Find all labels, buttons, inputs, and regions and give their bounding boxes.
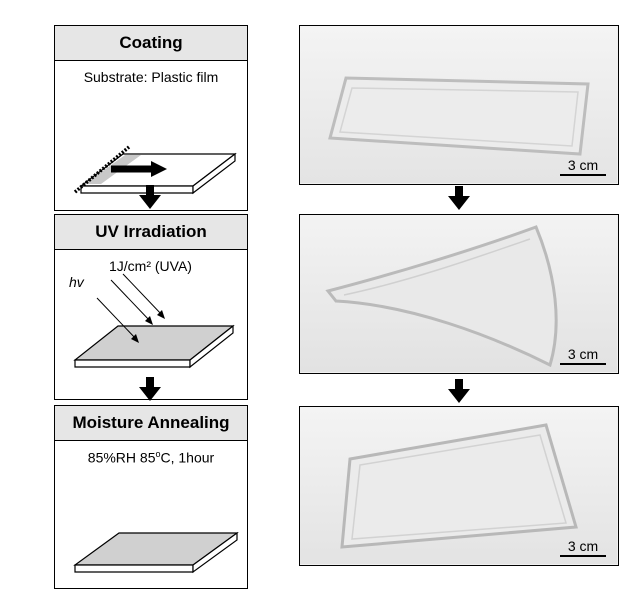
coated-film-top — [73, 325, 235, 361]
plastic-film-side — [192, 152, 236, 195]
light-symbol-label: hv — [69, 274, 84, 290]
coated-film-front — [74, 359, 191, 368]
annealing-step-box: Moisture Annealing 85%RH 85oC, 1hour — [54, 405, 248, 589]
coating-step-body: Substrate: Plastic film — [55, 61, 247, 210]
uv-illustration — [73, 273, 235, 369]
annealing-condition-label: 85%RH 85oC, 1hour — [87, 449, 215, 466]
photo-curled-film: 3 cm — [299, 214, 619, 374]
down-arrow-icon — [139, 185, 161, 209]
substrate-label: Substrate: Plastic film — [83, 69, 219, 85]
down-arrow-icon — [139, 377, 161, 401]
uv-dose-label: 1J/cm² (UVA) — [109, 258, 192, 274]
coating-bar — [73, 145, 131, 194]
coating-illustration — [73, 145, 237, 195]
annealing-step-body: 85%RH 85oC, 1hour — [55, 441, 247, 588]
down-arrow-icon — [448, 379, 470, 403]
annealed-film-shape — [340, 423, 578, 549]
scale-label: 3 cm — [567, 346, 599, 362]
annealed-film-front — [74, 564, 194, 573]
plastic-film-front — [80, 185, 194, 194]
coating-step-title: Coating — [55, 26, 247, 61]
coating-direction-arrow-head — [151, 161, 167, 177]
annealed-film-image — [300, 407, 617, 564]
scale-bar-3: 3 cm — [560, 538, 606, 557]
uv-step-box: UV Irradiation 1J/cm² (UVA) hv — [54, 214, 248, 400]
curled-film-image — [300, 215, 617, 372]
curled-film-shape — [325, 225, 558, 368]
coated-film-side — [189, 324, 234, 369]
annealed-film-side — [192, 531, 238, 574]
uv-step-title: UV Irradiation — [55, 215, 247, 250]
uv-rays — [96, 273, 164, 341]
flat-film-image — [300, 26, 617, 183]
photo-flat-film: 3 cm — [299, 25, 619, 185]
scale-bar-1: 3 cm — [560, 157, 606, 176]
scale-label: 3 cm — [567, 157, 599, 173]
coating-step-box: Coating Substrate: Plastic film — [54, 25, 248, 211]
photo-annealed-film: 3 cm — [299, 406, 619, 566]
down-arrow-icon — [448, 186, 470, 210]
annealing-illustration — [73, 531, 239, 574]
scale-label: 3 cm — [567, 538, 599, 554]
uv-ray-arrowheads — [131, 310, 165, 343]
annealed-film-top — [73, 532, 239, 566]
uv-step-body: 1J/cm² (UVA) hv — [55, 250, 247, 399]
annealing-step-title: Moisture Annealing — [55, 406, 247, 441]
scale-bar-2: 3 cm — [560, 346, 606, 365]
